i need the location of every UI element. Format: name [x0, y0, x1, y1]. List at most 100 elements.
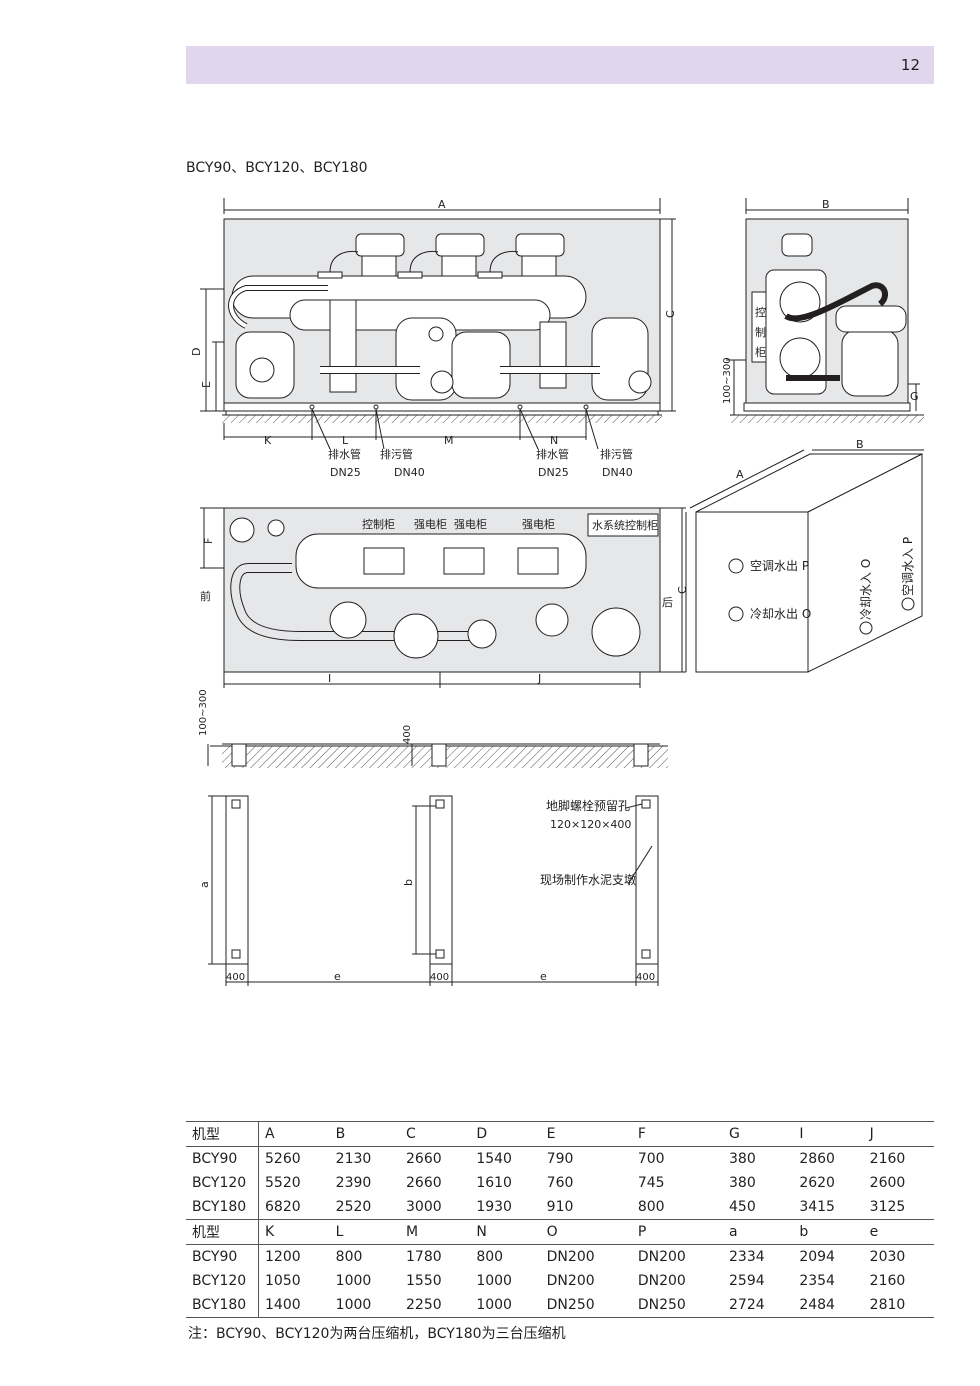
front-view	[200, 198, 676, 450]
dim-C-top: C	[676, 586, 689, 594]
label-cooling-water-in: 冷却水入 O	[859, 559, 873, 620]
table-cell: 790	[546, 1151, 574, 1167]
table-cell: 1050	[265, 1273, 301, 1289]
table-cell: 1780	[406, 1249, 442, 1265]
table-cell: 1000	[476, 1273, 512, 1289]
dim-N: N	[550, 434, 558, 447]
table-cell: 2660	[406, 1175, 442, 1191]
dim-e-1: e	[334, 970, 341, 983]
table-cell: 2130	[335, 1151, 372, 1167]
table-cell: 700	[637, 1151, 665, 1167]
table-cell: 1400	[258, 1293, 330, 1318]
table-cell: D	[470, 1121, 541, 1147]
dim-B-side: B	[822, 198, 830, 211]
table-cell: 2030	[869, 1249, 906, 1265]
table-cell: 3125	[869, 1199, 906, 1215]
table-cell: BCY120	[186, 1269, 259, 1293]
label-control-cabinet: 控制柜	[362, 517, 395, 531]
cabinet-char-2: 制	[755, 326, 766, 339]
dim-pier-width-2: 400	[430, 972, 449, 983]
table-cell: 3000	[406, 1199, 442, 1215]
footnote: 注：BCY90、BCY120为两台压缩机，BCY180为三台压缩机	[188, 1326, 566, 1342]
foundation-elevation	[207, 743, 668, 768]
label-power-cabinet-1: 强电柜	[414, 518, 447, 531]
table-cell: J	[863, 1121, 934, 1147]
label-bolt-size: 120×120×400	[550, 818, 631, 831]
table-cell: 2660	[406, 1151, 442, 1167]
model-title: BCY90、BCY120、BCY180	[186, 160, 368, 176]
table-cell: 2160	[869, 1151, 906, 1167]
label-pier-note: 现场制作水泥支墩	[540, 873, 636, 887]
table-cell: b	[793, 1219, 864, 1245]
cabinet-char-1: 控	[755, 305, 766, 319]
top-view	[200, 507, 686, 688]
table-cell: DN200	[546, 1249, 595, 1265]
label-ac-water-in: 空调水入 P	[901, 537, 915, 596]
table-cell: 6820	[265, 1199, 301, 1215]
table-cell: 1540	[476, 1151, 512, 1167]
table-cell: L	[329, 1219, 400, 1245]
table-cell: N	[470, 1219, 541, 1245]
callout-sewage-2-size: DN40	[602, 466, 633, 479]
callout-drain-2-size: DN25	[538, 466, 569, 479]
label-back: 后	[662, 596, 673, 609]
dim-D: D	[190, 348, 203, 356]
page-number: 12	[900, 56, 920, 74]
label-front: 前	[200, 589, 211, 603]
callout-drain-1: 排水管	[328, 447, 361, 461]
table-cell: 2600	[869, 1175, 906, 1191]
label-power-cabinet-3: 强电柜	[522, 518, 555, 531]
dim-I: I	[328, 672, 331, 685]
table-cell: 2484	[793, 1293, 864, 1318]
table-cell: 5260	[265, 1151, 301, 1167]
dim-height-foundation: 100~300	[198, 689, 209, 736]
technical-drawing: A C D E K L M N 排水管 DN25 排污管 DN40 排水管 DN…	[190, 198, 924, 986]
foundation-plan	[208, 795, 659, 986]
callout-sewage-1: 排污管	[380, 447, 413, 461]
table-cell: I	[793, 1121, 864, 1147]
label-cooling-water-out: 冷却水出 O	[750, 607, 811, 621]
table-cell: 800	[637, 1199, 665, 1215]
table-cell: C	[400, 1121, 471, 1147]
table-cell: 1930	[476, 1199, 512, 1215]
table-cell: 机型	[186, 1121, 259, 1147]
dim-A-iso: A	[736, 468, 744, 481]
table-cell: 5520	[265, 1175, 301, 1191]
table-cell: 1610	[476, 1175, 512, 1191]
table-cell: 1000	[335, 1273, 372, 1289]
table-cell: BCY90	[186, 1244, 259, 1269]
table-cell: 机型	[186, 1219, 259, 1245]
table-cell: 450	[729, 1199, 756, 1215]
table-cell: 1000	[470, 1293, 541, 1318]
dim-pier-width-1: 400	[226, 972, 245, 983]
dim-A-front: A	[438, 198, 446, 211]
dim-C-front: C	[664, 310, 677, 318]
dim-pier-width-3: 400	[636, 972, 655, 983]
table-cell: 2354	[799, 1273, 835, 1289]
dim-e-2: e	[540, 970, 547, 983]
table-cell: 3415	[799, 1199, 835, 1215]
dim-L: L	[342, 434, 349, 447]
dim-height-side: 100~300	[722, 357, 733, 404]
table-cell: 1550	[406, 1273, 442, 1289]
dim-b: b	[402, 879, 415, 886]
callout-drain-1-size: DN25	[330, 466, 361, 479]
table-cell: DN200	[637, 1273, 686, 1289]
table-cell: BCY120	[186, 1171, 259, 1195]
dim-M: M	[444, 434, 454, 447]
side-view	[726, 198, 924, 423]
table-cell: 800	[335, 1249, 363, 1265]
dim-a: a	[198, 881, 211, 888]
table-cell: DN200	[637, 1249, 686, 1265]
dim-K: K	[264, 434, 272, 447]
dim-G: G	[910, 390, 919, 403]
table-cell: 2160	[869, 1273, 906, 1289]
table-cell: O	[540, 1219, 632, 1245]
table-cell: 910	[546, 1199, 574, 1215]
